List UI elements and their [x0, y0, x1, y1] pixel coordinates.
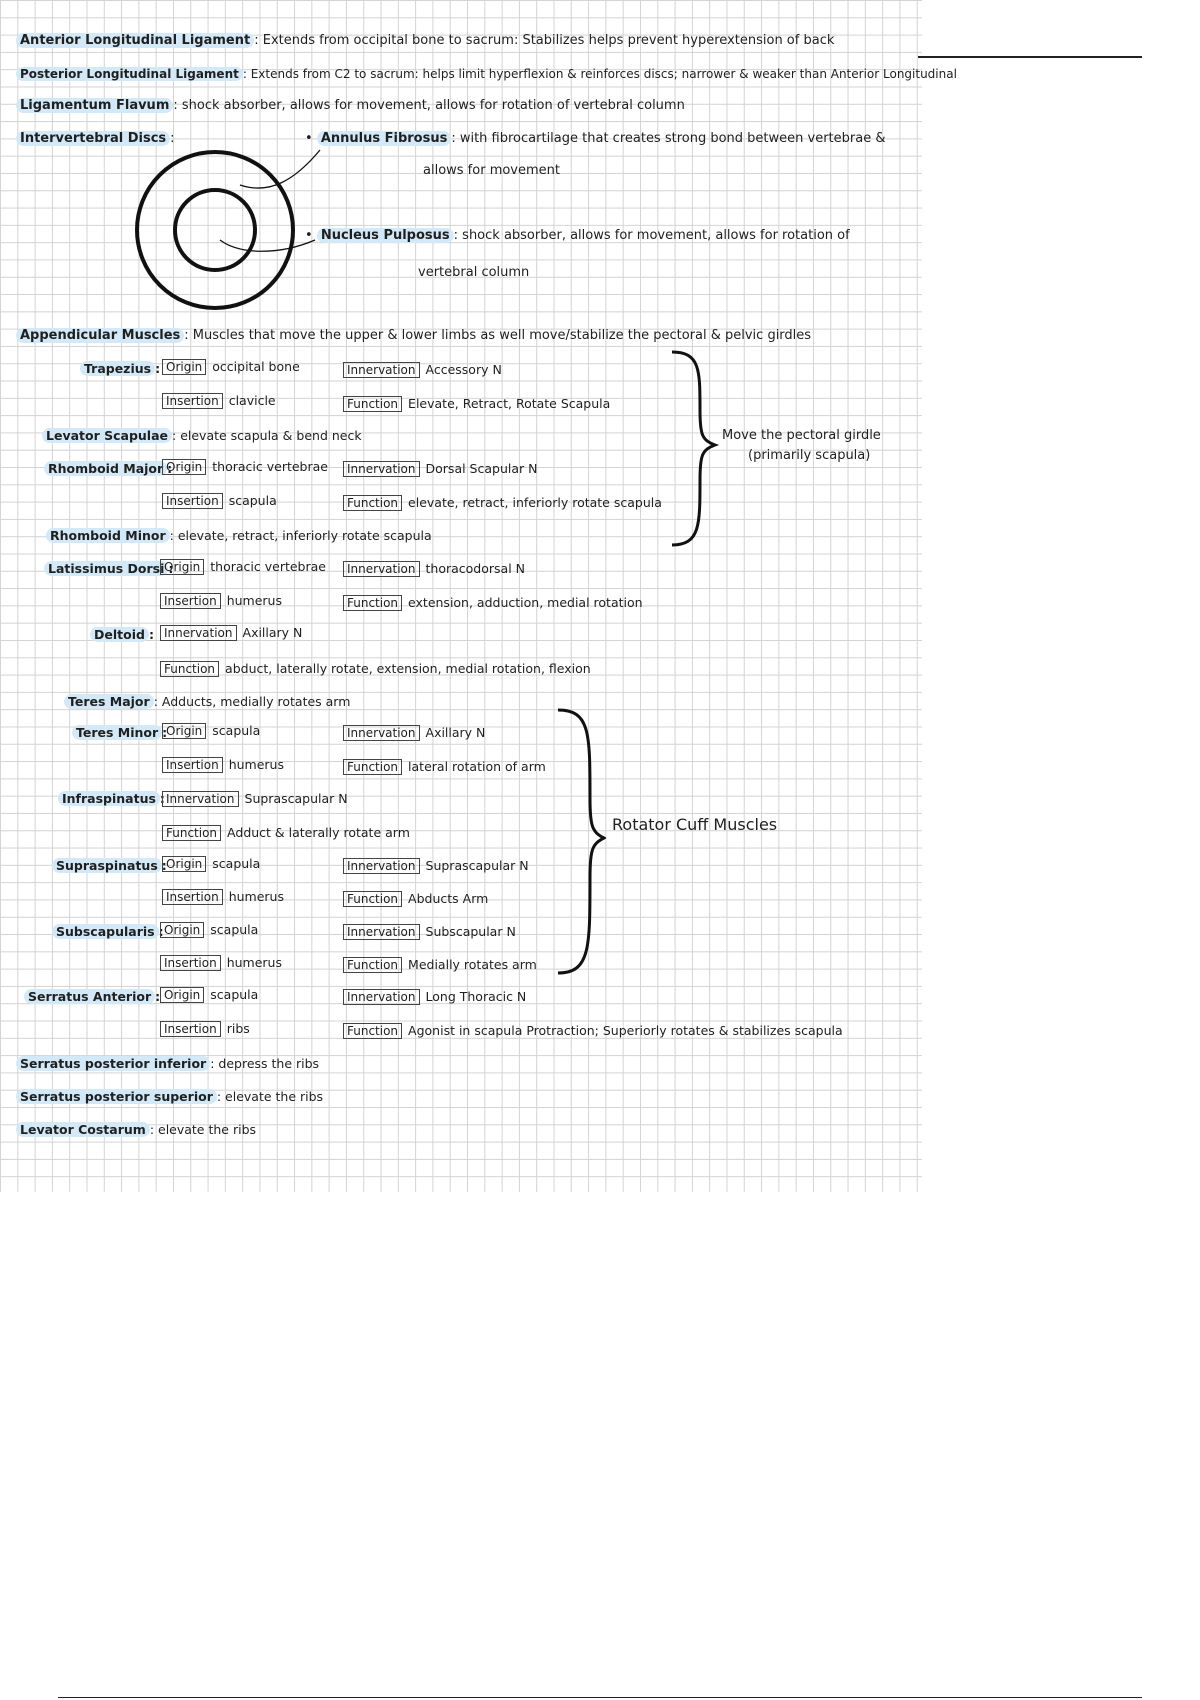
muscle-name: Teres Minor: [72, 724, 167, 742]
ligament-label: Posterior Longitudinal Ligament [16, 67, 243, 81]
bottom-row-serratus-superior: Serratus posterior superior: elevate the… [16, 1088, 323, 1106]
muscle-name: Supraspinatus: [52, 857, 167, 875]
muscle-name: Trapezius: [80, 360, 160, 378]
rotator-cuff-note: Rotator Cuff Muscles [612, 815, 778, 834]
nucleus-label: Nucleus Pulposus [316, 228, 454, 243]
teres-major-row: Teres Major: Adducts, medially rotates a… [64, 693, 350, 711]
levator-scapulae-row: Levator Scapulae: elevate scapula & bend… [42, 427, 362, 445]
ligament-row-flavum: Ligamentum Flavum: shock absorber, allow… [16, 97, 685, 115]
bottom-row-serratus-inferior: Serratus posterior inferior: depress the… [16, 1055, 319, 1073]
annulus-text2: allows for movement [423, 163, 560, 178]
nucleus-row2: vertebral column [418, 264, 529, 282]
disc-diagram [135, 149, 321, 310]
ligament-text: shock absorber, allows for movement, all… [181, 98, 685, 113]
ligament-label: Ligamentum Flavum [16, 98, 174, 113]
muscle-name: Serratus Anterior: [24, 988, 160, 1006]
bottom-row-levator-costarum: Levator Costarum: elevate the ribs [16, 1121, 256, 1139]
rhomboid-minor-row: Rhomboid Minor: elevate, retract, inferi… [46, 527, 432, 545]
outer-ring [135, 150, 295, 310]
annulus-leader [239, 149, 321, 189]
nucleus-row: • Nucleus Pulposus: shock absorber, allo… [305, 228, 850, 243]
top-right-rule [918, 56, 1142, 58]
pectoral-note-1: Move the pectoral girdle [722, 428, 881, 443]
muscle-name: Deltoid: [90, 626, 154, 644]
disc-label: Intervertebral Discs [16, 131, 171, 146]
nucleus-text1: shock absorber, allows for movement, all… [462, 228, 850, 243]
appendicular-label: Appendicular Muscles [16, 328, 185, 343]
appendicular-text: Muscles that move the upper & lower limb… [192, 328, 812, 343]
annulus-text1: with fibrocartilage that creates strong … [459, 131, 886, 146]
nucleus-text2: vertebral column [418, 265, 530, 280]
ligament-row-anterior: Anterior Longitudinal Ligament: Extends … [16, 32, 834, 50]
appendicular-row: Appendicular Muscles: Muscles that move … [16, 327, 811, 345]
annulus-label: Annulus Fibrosus [316, 131, 452, 146]
ligament-row-posterior: Posterior Longitudinal Ligament: Extends… [16, 65, 957, 83]
inner-ring [173, 188, 257, 272]
muscle-name: Infraspinatus: [58, 790, 165, 808]
ligament-text: Extends from occipital bone to sacrum: S… [262, 33, 835, 48]
rotator-brace [557, 708, 606, 975]
disc-heading: Intervertebral Discs: [16, 130, 175, 148]
muscle-name: Subscapularis: [52, 923, 164, 941]
annulus-row2: allows for movement [423, 162, 560, 180]
bottom-rule [58, 1697, 1142, 1698]
nucleus-leader [219, 239, 316, 252]
muscle-name: Latissimus Dorsi: [44, 560, 173, 578]
ligament-text: Extends from C2 to sacrum: helps limit h… [250, 67, 957, 81]
pectoral-note-2: (primarily scapula) [748, 448, 871, 463]
ligament-label: Anterior Longitudinal Ligament [16, 33, 255, 48]
pectoral-brace [671, 350, 720, 547]
annulus-row: • Annulus Fibrosus: with fibrocartilage … [305, 131, 886, 146]
muscle-name: Rhomboid Major: [44, 460, 172, 478]
